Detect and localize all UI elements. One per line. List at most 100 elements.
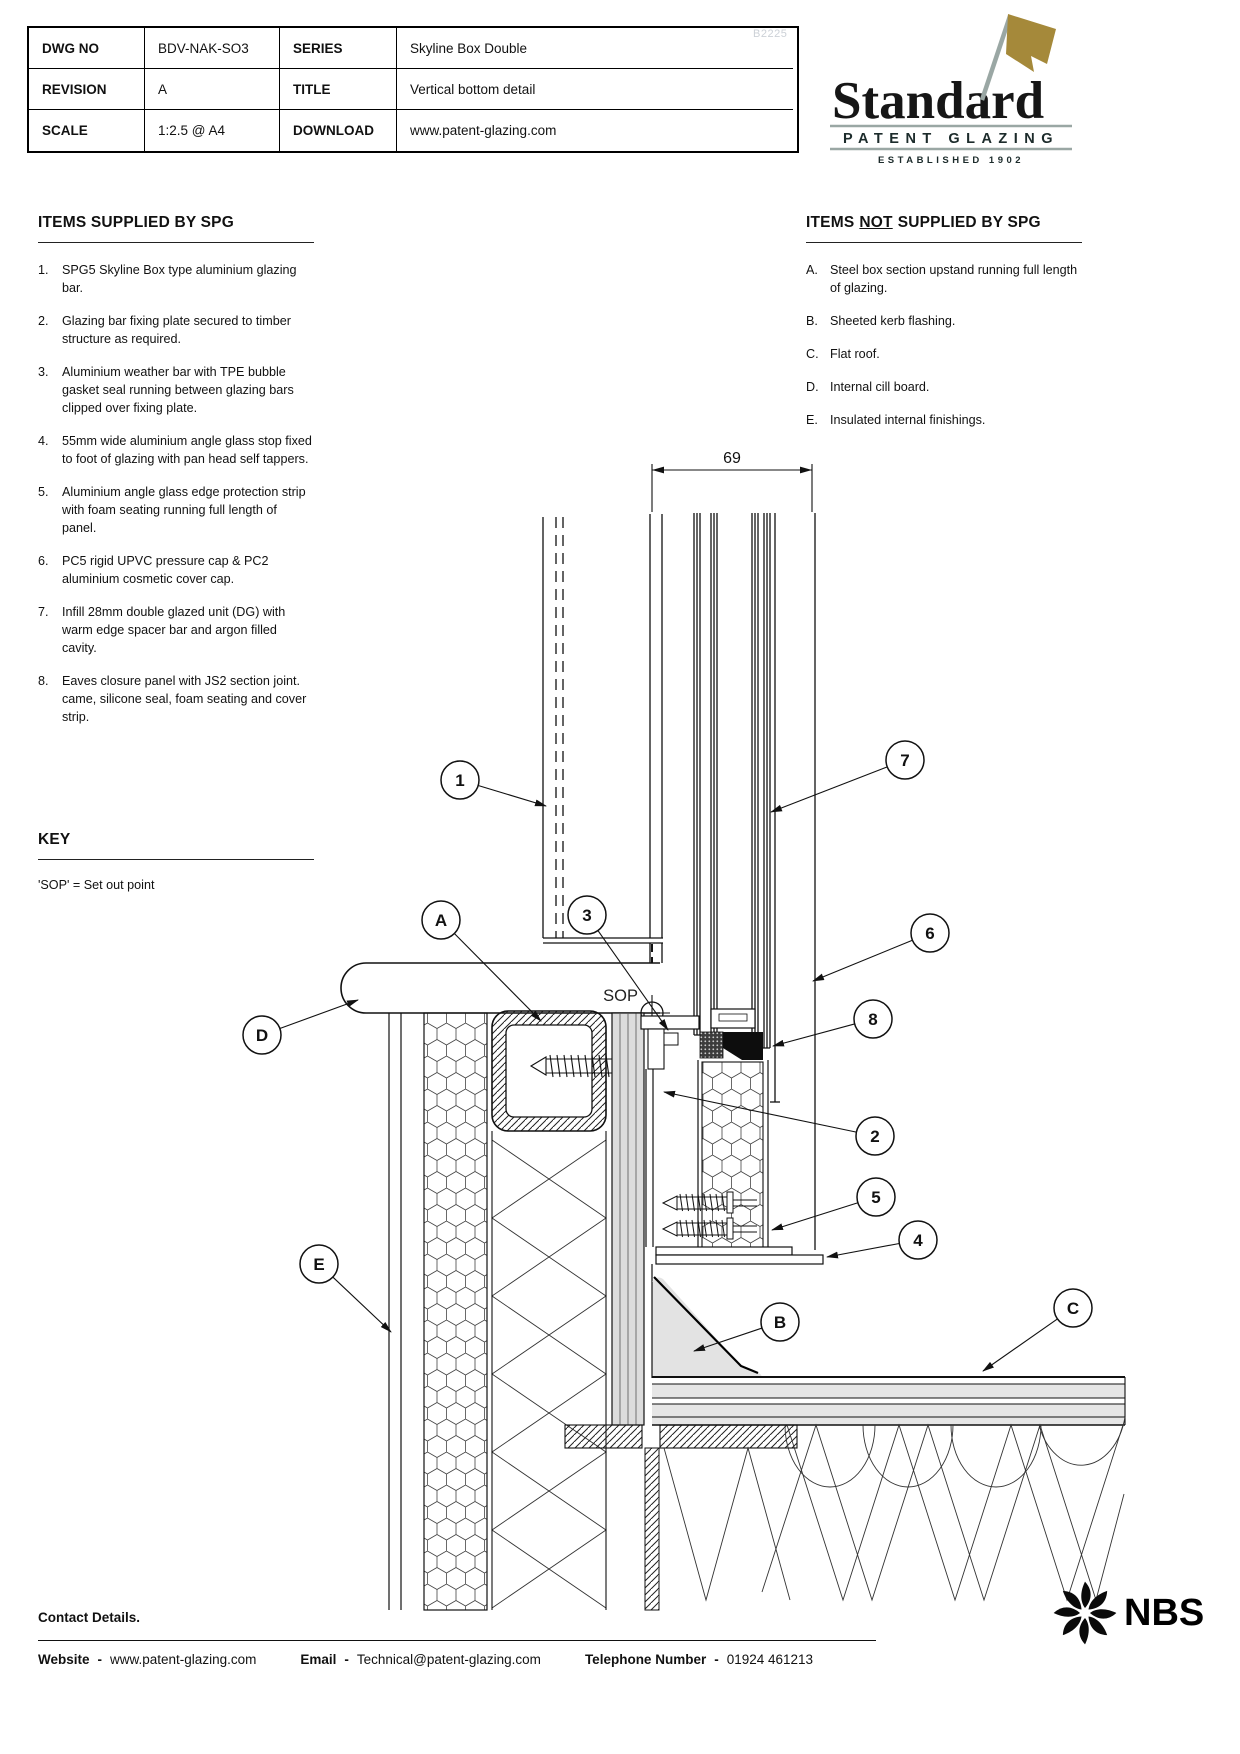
callout-7: 7 [885,740,925,780]
footer-divider [38,1640,876,1641]
callout-C: C [1053,1288,1093,1328]
list-item: 1.SPG5 Skyline Box type aluminium glazin… [38,261,314,297]
seal [723,1032,763,1060]
logo-name: Standard [832,72,1044,130]
callout-label: 6 [925,924,934,943]
revision-value: A [145,69,280,110]
timber-strip [644,1447,660,1611]
contact-details-heading: Contact Details. [38,1610,141,1625]
series-value: Skyline Box Double [397,28,793,69]
contact-label: Telephone Number [584,1652,707,1667]
nbs-wordmark: NBS [1124,1591,1205,1634]
callout-label: 5 [871,1188,880,1207]
standard-patent-glazing-logo: Standard PATENT GLAZING ESTABLISHED 1902 [830,14,1072,166]
wall-buildup [388,1010,660,1611]
separator: - [97,1652,103,1667]
separator: - [344,1652,349,1667]
callout-leader-8 [772,1023,855,1047]
scale-label: SCALE [29,110,145,151]
item-text: Infill 28mm double glazed unit (DG) with… [62,605,286,655]
sop-label: SOP [603,987,638,1005]
list-item: A.Steel box section upstand running full… [806,261,1082,297]
stud-zone-insulation [491,1131,607,1610]
callout-leader-4 [826,1242,900,1259]
revision-label: REVISION [29,69,145,110]
item-text: Glazing bar fixing plate secured to timb… [62,314,291,346]
callout-label: 2 [870,1127,879,1146]
callout-label: E [313,1255,324,1274]
divider [806,242,1082,243]
title-part: SUPPLIED BY SPG [897,214,1041,231]
items-supplied-title: ITEMS SUPPLIED BY SPG [38,214,234,231]
list-item: 4.55mm wide aluminium angle glass stop f… [38,432,314,468]
callout-label: D [256,1026,268,1045]
phone-number: 01924 461213 [726,1652,814,1667]
list-item: 6.PC5 rigid UPVC pressure cap & PC2 alum… [38,552,314,588]
item-text: Aluminium weather bar with TPE bubble ga… [62,365,294,415]
callout-leader-3 [597,930,669,1031]
item-text: Steel box section upstand running full l… [830,263,1078,295]
contact-label: Website [38,1652,90,1667]
nbs-flower-icon [1053,1581,1117,1645]
nbs-logo: NBS [1052,1580,1204,1646]
callout-2: 2 [855,1116,895,1156]
company-logo: Standard PATENT GLAZING ESTABLISHED 1902 [824,14,1080,179]
callout-label: 3 [582,906,591,925]
item-text: Sheeted kerb flashing. [830,314,956,328]
upstand-strip [611,1012,645,1426]
contact-row: Website-www.patent-glazing.com Email-Tec… [38,1652,898,1667]
callout-6: 6 [910,913,950,953]
callout-leader-B [693,1327,763,1352]
dwg-no-value: BDV-NAK-SO3 [145,28,280,69]
dimension-value: 69 [723,450,741,467]
item-letter: C. [806,347,819,361]
glazing-assembly [542,513,816,1250]
callout-label: B [774,1313,786,1332]
item-text: Internal cill board. [830,380,930,394]
download-url[interactable]: www.patent-glazing.com [410,123,557,138]
contact-email: Email-Technical@patent-glazing.com [300,1652,541,1667]
callout-leader-7 [770,766,888,813]
item-text: 55mm wide aluminium angle glass stop fix… [62,434,312,466]
email-link[interactable]: Technical@patent-glazing.com [356,1652,541,1667]
list-item: 8. Eaves closure panel with JS2 section j… [38,672,314,726]
title-block-table: DWG NO BDV-NAK-SO3 SERIES Skyline Box Do… [27,26,799,153]
roof-quilt-insulation [663,1416,1126,1602]
list-item: 7.Infill 28mm double glazed unit (DG) wi… [38,603,314,657]
list-item: B.Sheeted kerb flashing. [806,312,1082,330]
flag-pole-icon [979,15,1013,101]
dwg-no-label: DWG NO [29,28,145,69]
contact-label: Email [300,1652,337,1667]
scale-value: 1:2.5 @ A4 [145,110,280,151]
item-number: 2. [38,314,49,328]
callout-leader-D [279,999,359,1030]
flat-roof [652,1376,1126,1426]
contact-phone: Telephone Number-01924 461213 [585,1652,813,1667]
item-number: 3. [38,365,49,379]
spacer-bar [710,1008,756,1029]
list-item: 2. Glazing bar fixing plate secured to ti… [38,312,314,348]
watermark: B2225 [753,28,788,40]
callout-B: B [760,1302,800,1342]
dimension-69: 69 [651,450,813,512]
items-supplied-section: ITEMS SUPPLIED BY SPG 1.SPG5 Skyline Box… [38,214,314,741]
key-entry: 'SOP' = Set out point [38,878,155,892]
callout-label: 8 [868,1010,877,1029]
callout-label: 1 [455,771,464,790]
item-text: Eaves closure panel with JS2 section joi… [62,674,307,724]
website-link[interactable]: www.patent-glazing.com [110,1652,257,1667]
item-number: 8. [38,674,49,688]
logo-tagline: PATENT GLAZING [843,131,1059,147]
callout-leader-C [982,1318,1058,1372]
callout-label: C [1067,1299,1079,1318]
glazing-foot-assembly [640,1008,824,1282]
title-value: Vertical bottom detail [397,69,793,110]
callout-3: 3 [567,895,607,935]
item-letter: E. [806,413,818,427]
item-text: Flat roof. [830,347,880,361]
timber-plate [564,1424,798,1449]
